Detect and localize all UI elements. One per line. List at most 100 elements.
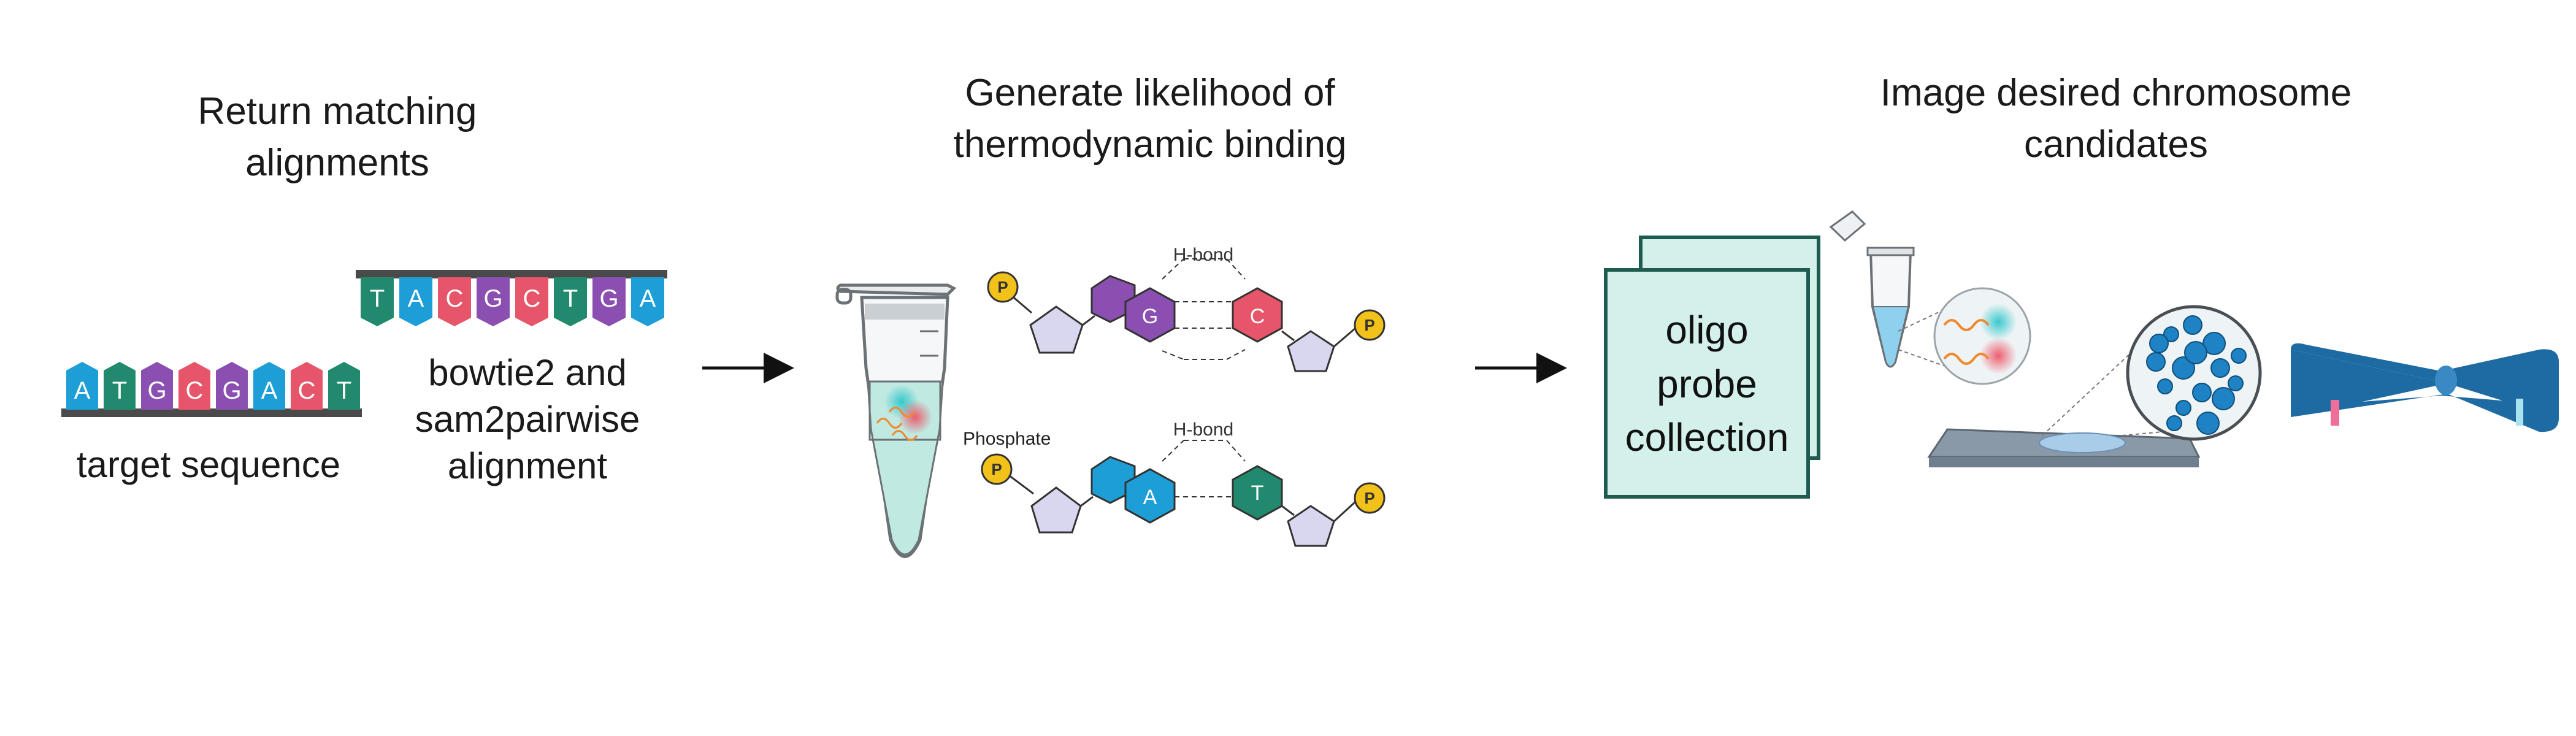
target-tile [104, 362, 136, 410]
chromosome-band-pink [2331, 400, 2339, 426]
pair1-base-right: C [1250, 305, 1265, 328]
cell-dot [2163, 326, 2179, 342]
phosphate-icon [987, 271, 1019, 303]
cell-dot [2231, 348, 2247, 364]
sugar-icon-4 [1287, 505, 1335, 547]
alignment-tile [515, 277, 548, 326]
cell-dot [2166, 415, 2182, 431]
sugar-icon-2 [1287, 330, 1335, 372]
cell-dot [2146, 352, 2166, 372]
cell-dot [2184, 341, 2207, 364]
step3-title: Image desired chromosome candidates [1840, 67, 2392, 171]
alignment-caption: bowtie2 and sam2pairwise alignment [380, 350, 675, 489]
step2-title-line2: thermodynamic binding [953, 123, 1347, 166]
target-letter: T [337, 377, 351, 404]
cell-dot [2149, 334, 2169, 353]
nucleotide-t-icon [1232, 465, 1283, 521]
target-tile [291, 362, 323, 410]
alignment-tile [554, 277, 587, 326]
cell-dot [2175, 400, 2191, 416]
pair2-base-right: T [1251, 481, 1264, 505]
phosphate-icon-3 [981, 453, 1013, 485]
sugar-icon [1029, 305, 1084, 354]
base-pair-gc: P G H-bond C P [987, 245, 1386, 372]
phosphate-symbol-1: P [997, 278, 1008, 296]
alignment-caption-line3: alignment [447, 445, 608, 486]
chromosome-band-cyan [2516, 399, 2523, 426]
pair2-base-left: A [1143, 486, 1157, 509]
alignment-caption-line1: bowtie2 and [428, 352, 627, 393]
purine-ring-g-small [1091, 275, 1136, 323]
alignment-letter: G [483, 285, 502, 312]
target-sequence-caption: target sequence [76, 444, 341, 485]
alignment-letter: A [640, 285, 656, 312]
probe-magnifier-icon [1898, 287, 2031, 385]
alignment-letter: C [523, 285, 541, 312]
cell-magnifier-icon [2126, 305, 2262, 441]
target-tile [178, 362, 210, 410]
alignment-tile [438, 277, 471, 326]
phosphate-label: Phosphate [963, 429, 1051, 449]
target-letter: G [222, 377, 241, 404]
cell-dot [2202, 332, 2226, 355]
step2-title-line1: Generate likelihood of [965, 72, 1335, 114]
alignment-tile [399, 277, 432, 326]
step1-title-line2: alignments [245, 142, 429, 184]
sugar-icon-3 [1030, 486, 1082, 534]
pair1-base-left: G [1142, 305, 1158, 328]
probe-line1: oligo [1665, 308, 1748, 352]
alignment-tile [592, 277, 626, 326]
phosphate-icon-4 [1354, 482, 1386, 514]
alignment-letter: G [599, 285, 618, 312]
phosphate-icon-2 [1354, 309, 1386, 341]
step2-title: Generate likelihood of thermodynamic bin… [889, 67, 1411, 171]
cell-dot [2210, 358, 2230, 378]
step3-title-line1: Image desired chromosome [1880, 72, 2352, 114]
cell-dot [2172, 356, 2195, 380]
step1-title-line1: Return matching [197, 90, 477, 132]
target-letter: G [147, 377, 166, 404]
hbond-label-1: H-bond [1173, 245, 1233, 265]
target-letter: C [186, 377, 204, 404]
purine-ring-a-small [1091, 456, 1136, 504]
probe-line2: probe [1657, 362, 1757, 406]
cell-dot [2192, 383, 2212, 402]
step1-title: Return matching alignments [123, 86, 552, 189]
alignment-tile [477, 277, 510, 326]
target-letter: A [74, 377, 91, 404]
chromosome-icon [2291, 343, 2559, 432]
nucleotide-a-icon [1124, 468, 1176, 524]
cell-dot [2183, 315, 2202, 335]
target-letter: T [112, 377, 127, 404]
alignment-caption-line2: sam2pairwise [415, 399, 640, 440]
alignment-letter: A [408, 285, 424, 312]
small-tube-icon [1829, 210, 1915, 368]
microcentrifuge-tube [835, 283, 957, 558]
alignment-tile [631, 277, 664, 326]
hbond-label-2: H-bond [1173, 420, 1233, 440]
phosphate-symbol-2: P [1364, 316, 1374, 334]
target-tile [216, 362, 248, 410]
target-tile [328, 362, 360, 410]
alignment-letter: T [563, 285, 578, 312]
cell-dot [2157, 378, 2173, 394]
cell-dot [2228, 375, 2244, 391]
microscope-slide-icon [1927, 349, 2201, 467]
alignment-letter: T [370, 285, 385, 312]
probe-collection-cards: oligo probe collection [1604, 236, 1820, 499]
alignment-letter: C [446, 285, 464, 312]
alignment-strip-backbone [356, 270, 667, 278]
target-tile [141, 362, 173, 410]
cell-dot [2212, 387, 2235, 410]
nucleotide-c-icon [1232, 287, 1283, 343]
phosphate-symbol-4: P [1364, 489, 1374, 507]
probe-line3: collection [1625, 415, 1789, 459]
target-strip-backbone [61, 408, 362, 417]
target-letter: A [261, 377, 278, 404]
step3-title-line2: candidates [2024, 123, 2208, 166]
target-tile [66, 362, 98, 410]
phosphate-symbol-3: P [991, 460, 1002, 478]
target-letter: C [298, 377, 316, 404]
